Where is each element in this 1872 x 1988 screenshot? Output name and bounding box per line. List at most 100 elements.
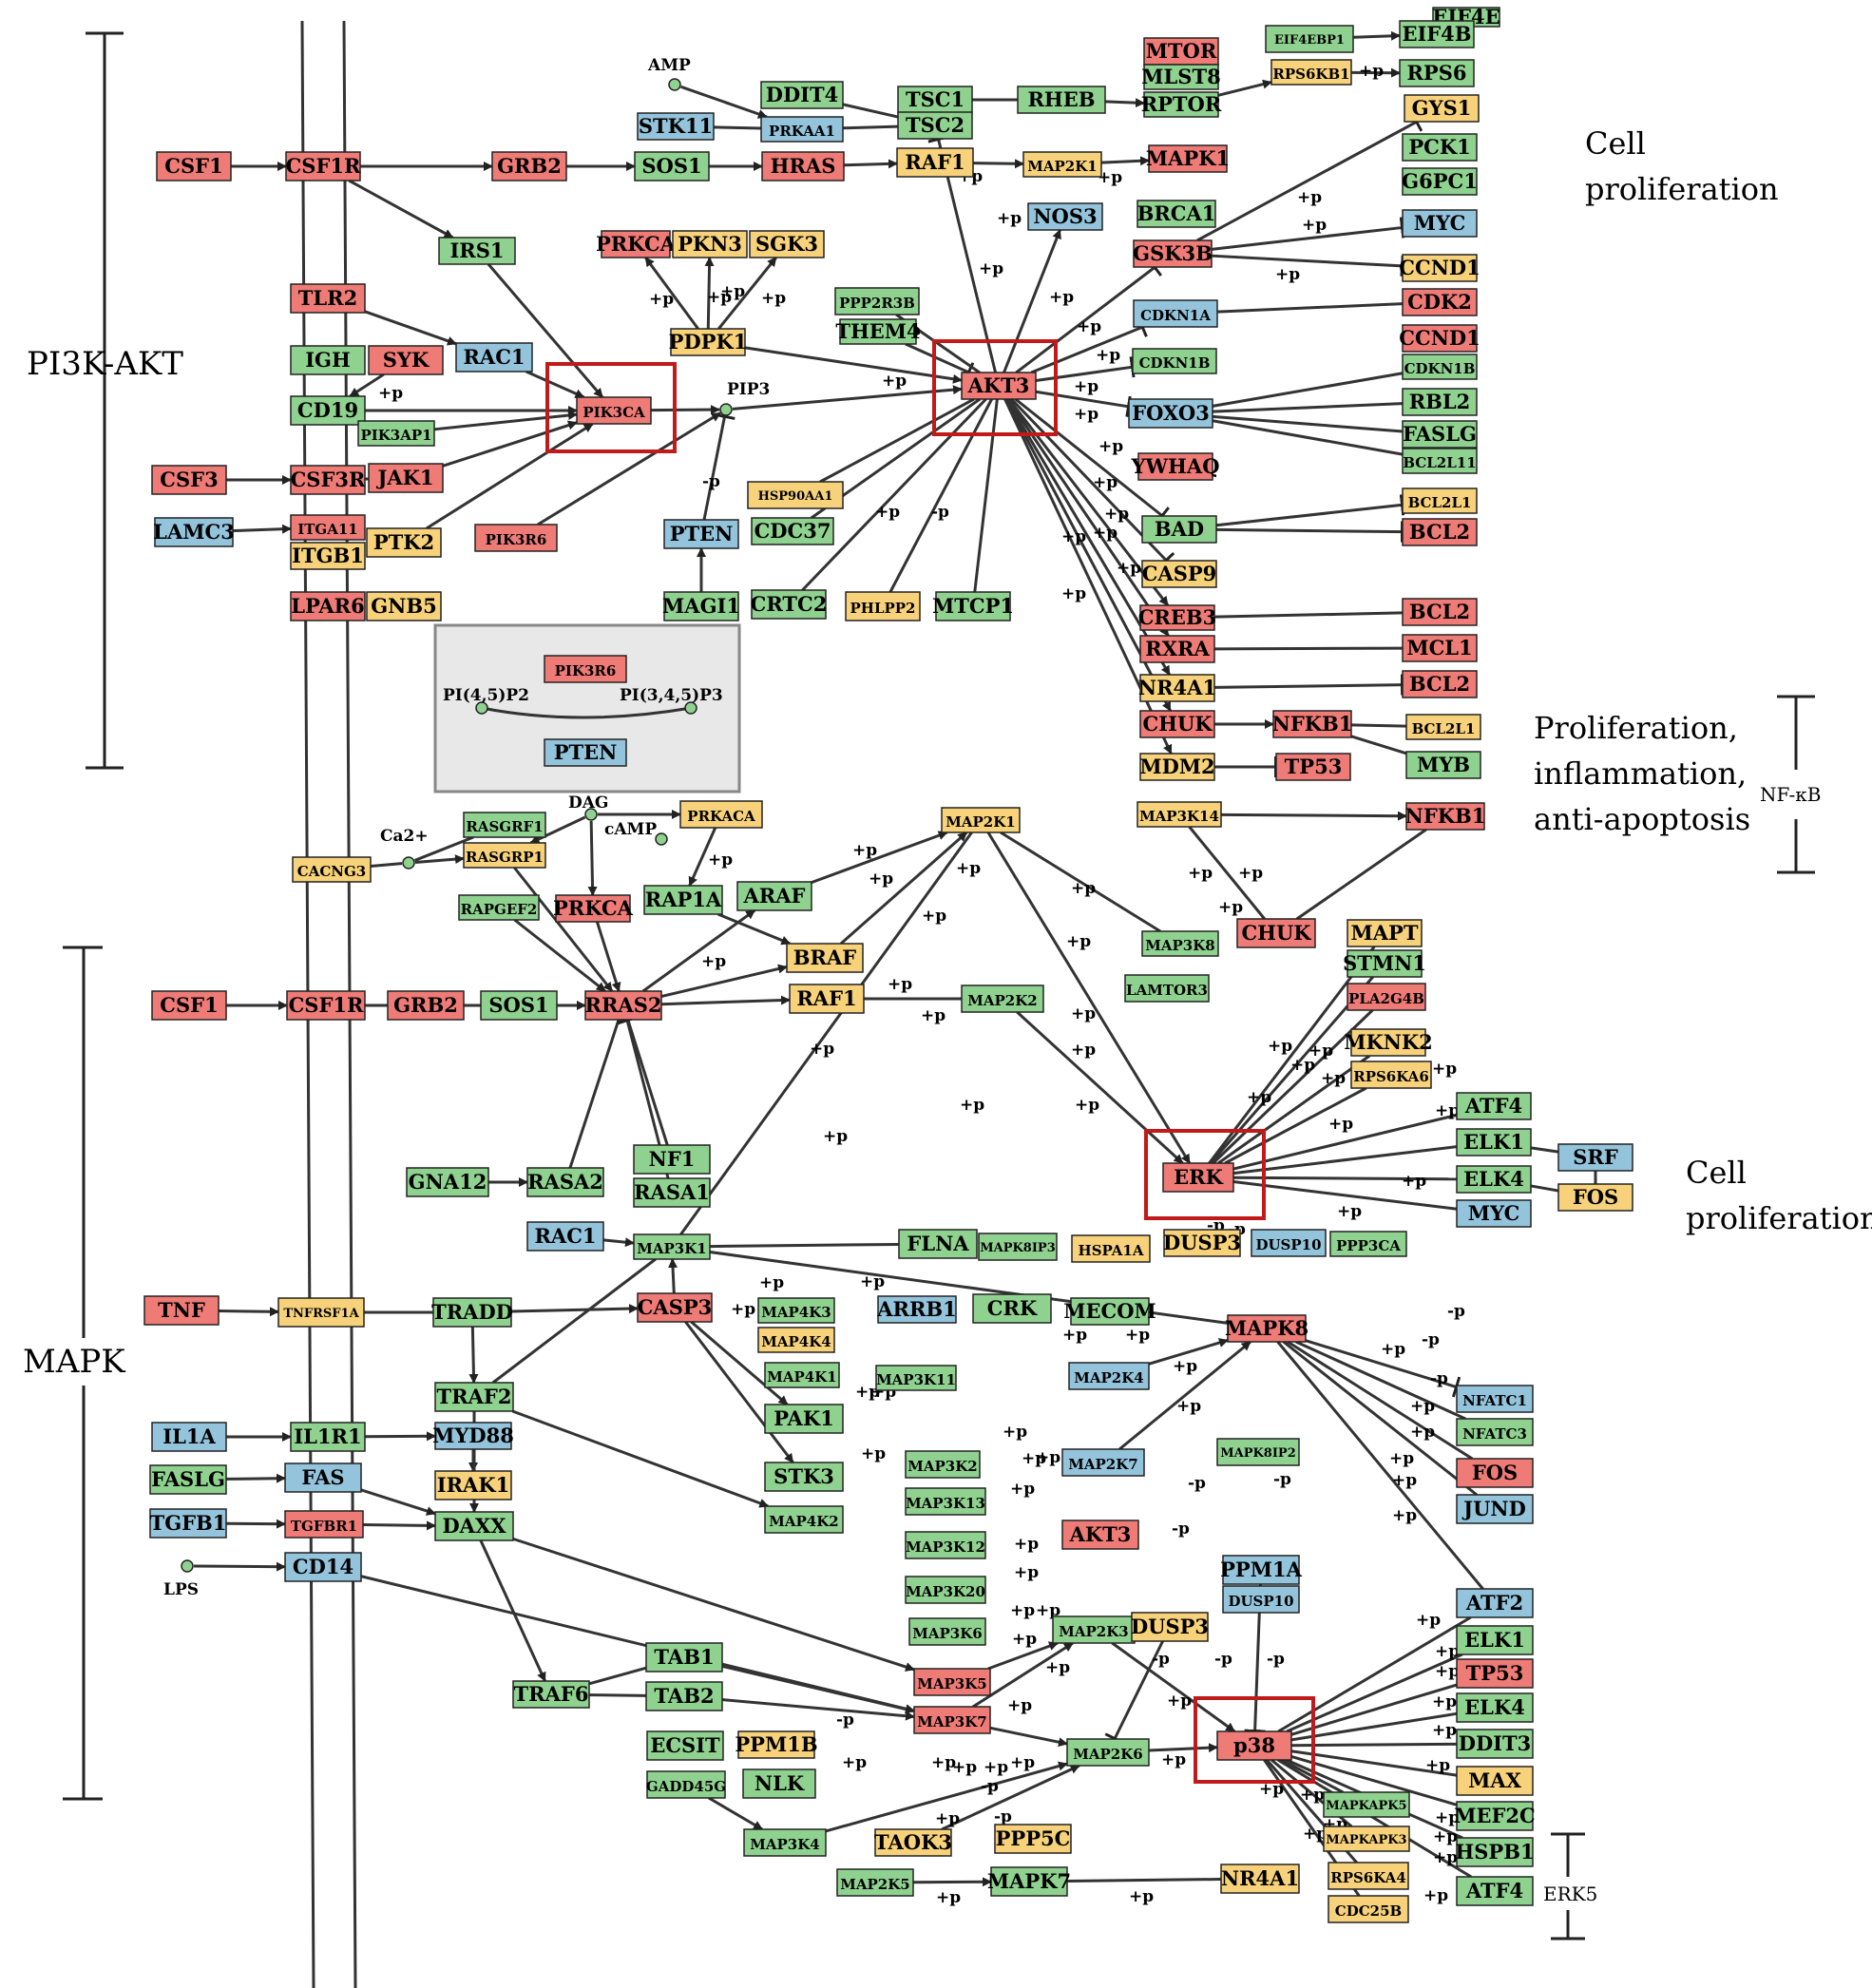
node-label: CCND1: [1399, 256, 1480, 279]
edge-rap1a-to-braf: [717, 912, 792, 946]
node-box: [154, 517, 234, 547]
node-box: [434, 1382, 514, 1412]
edge-mapk8-to-atf2: [1276, 1341, 1484, 1590]
edge-rasa2-to-rras2: [568, 1019, 621, 1169]
node-rxra: RXRA: [1139, 635, 1215, 663]
phosphorylation-label: +p: [720, 282, 745, 301]
node-nfatc3: NFATC3: [1456, 1418, 1534, 1446]
node-rac1: RAC1: [455, 342, 533, 373]
phosphorylation-label: +p: [1010, 1753, 1035, 1772]
node-label: PIK3AP1: [360, 427, 431, 444]
node-map2k4: MAP2K4: [1068, 1362, 1150, 1390]
node-label: MAPKAPK3: [1326, 1833, 1406, 1847]
node-bcl2l11: BCL2L11: [1402, 448, 1478, 474]
node-box: [898, 1229, 978, 1259]
edge-erk-to-atf4: [1232, 1113, 1458, 1171]
edge-p38-to-tp53b: [1290, 1683, 1458, 1736]
node-bcl2l1b: BCL2L1: [1405, 714, 1481, 740]
node-box: [290, 395, 366, 426]
node-label: AKT3: [1069, 1522, 1132, 1546]
node-label: RAC1: [534, 1224, 596, 1248]
node-label: STK11: [639, 114, 713, 138]
node-box: [1456, 1418, 1534, 1446]
node-prkaca: PRKACA: [679, 800, 763, 829]
edge-rheb-to-rptor: [1104, 98, 1145, 108]
node-pkn3: PKN3: [672, 230, 748, 258]
node-box: [290, 345, 366, 375]
node-pla2g4b: PLA2G4B: [1347, 983, 1426, 1011]
node-map4k2: MAP4K2: [764, 1505, 844, 1534]
phosphorylation-label: +p: [707, 288, 732, 307]
edge-pdpk1-to-sgk3: [717, 257, 777, 330]
edge-pdpk1-to-prkca: [644, 257, 699, 330]
edge-foxo3-to-bcl2l11: [1212, 419, 1404, 456]
edge-raf1-to-map2k1: [972, 159, 1024, 169]
node-box: [1323, 1826, 1410, 1852]
phosphorylation-label: +p: [1014, 1535, 1039, 1554]
node-box: [764, 1362, 840, 1388]
phosphorylation-label: +p: [855, 1383, 880, 1402]
node-csf3r: CSF3R: [290, 465, 366, 495]
node-tsc1: TSC1: [897, 86, 973, 114]
node-label: IGH: [305, 348, 351, 372]
node-label: ERK: [1174, 1165, 1223, 1189]
node-box: [1071, 1234, 1151, 1263]
node-label: EIF4EBP1: [1274, 33, 1345, 48]
node-box: [786, 943, 864, 973]
node-label: CREB3: [1138, 605, 1217, 629]
node-pik3r6: PIK3R6: [474, 524, 558, 552]
node-ppp5c: PPP5C: [994, 1824, 1072, 1854]
phosphorylation-label: +p: [378, 384, 403, 403]
node-box: [1328, 1895, 1409, 1923]
edge-pik3ca-to-pip3: [650, 405, 721, 415]
edge-map3k1-to-flna: [709, 1242, 900, 1249]
dephosphorylation-label: -p: [1447, 1302, 1465, 1321]
node-label: YWHAQ: [1130, 454, 1219, 478]
phosphorylation-label: +p: [1321, 1069, 1346, 1088]
node-box: [646, 1770, 726, 1799]
node-box: [284, 1510, 364, 1539]
node-label: HSPA1A: [1079, 1242, 1144, 1259]
node-box: [576, 396, 652, 425]
node-box: [1402, 167, 1478, 196]
node-map3k12: MAP3K12: [905, 1531, 986, 1559]
edge-akt3-to-chuk: [1004, 398, 1172, 712]
node-hspb1: HSPB1: [1455, 1837, 1535, 1867]
node-box: [1052, 1615, 1136, 1644]
node-hsp90aa1: HSP90AA1: [747, 481, 844, 509]
node-stmn1: STMN1: [1343, 949, 1426, 978]
node-tab2: TAB2: [645, 1681, 723, 1711]
node-map3k6: MAP3K6: [908, 1617, 986, 1646]
node-cdkn1b: CDKN1B: [1132, 348, 1217, 374]
node-arrb1: ARRB1: [876, 1295, 957, 1324]
node-bad: BAD: [1141, 515, 1217, 544]
node-box: [368, 345, 444, 375]
node-label: FOXO3: [1132, 401, 1210, 425]
node-gna12: GNA12: [406, 1167, 489, 1197]
node-label: NLK: [755, 1771, 805, 1795]
phosphorylation-label: +p: [759, 1273, 784, 1292]
node-box: [1139, 635, 1215, 663]
node-box: [990, 1866, 1068, 1897]
node-csf3: CSF3: [151, 465, 227, 495]
node-ddit3: DDIT3: [1456, 1729, 1534, 1759]
node-box: [760, 81, 844, 109]
node-mapk8ip3: MAPK8IP3: [978, 1233, 1058, 1261]
node-box: [1350, 1028, 1426, 1057]
node-box: [366, 527, 442, 558]
node-akt3b: AKT3: [1061, 1520, 1139, 1550]
node-map3k7: MAP3K7: [913, 1706, 991, 1734]
outcome-cell-proliferation-2b: proliferation: [1686, 1200, 1872, 1236]
edge-mapk8-to-fosb: [1287, 1340, 1474, 1461]
dephosphorylation-label: -p: [1172, 1520, 1190, 1539]
edge-mapk8-to-jund: [1282, 1340, 1478, 1497]
node-them4: THEM4: [835, 318, 921, 345]
edge-them4-to-akt3: [905, 342, 975, 383]
edge-casp3-to-stk3: [684, 1321, 794, 1463]
phosphorylation-label: +p: [1381, 1340, 1405, 1359]
node-label: ITGA11: [297, 521, 358, 538]
node-label: CACNG3: [297, 863, 366, 880]
node-label: BCL2: [1409, 672, 1470, 696]
phosphorylation-label: +p: [823, 1127, 848, 1146]
node-box: [526, 1167, 604, 1197]
